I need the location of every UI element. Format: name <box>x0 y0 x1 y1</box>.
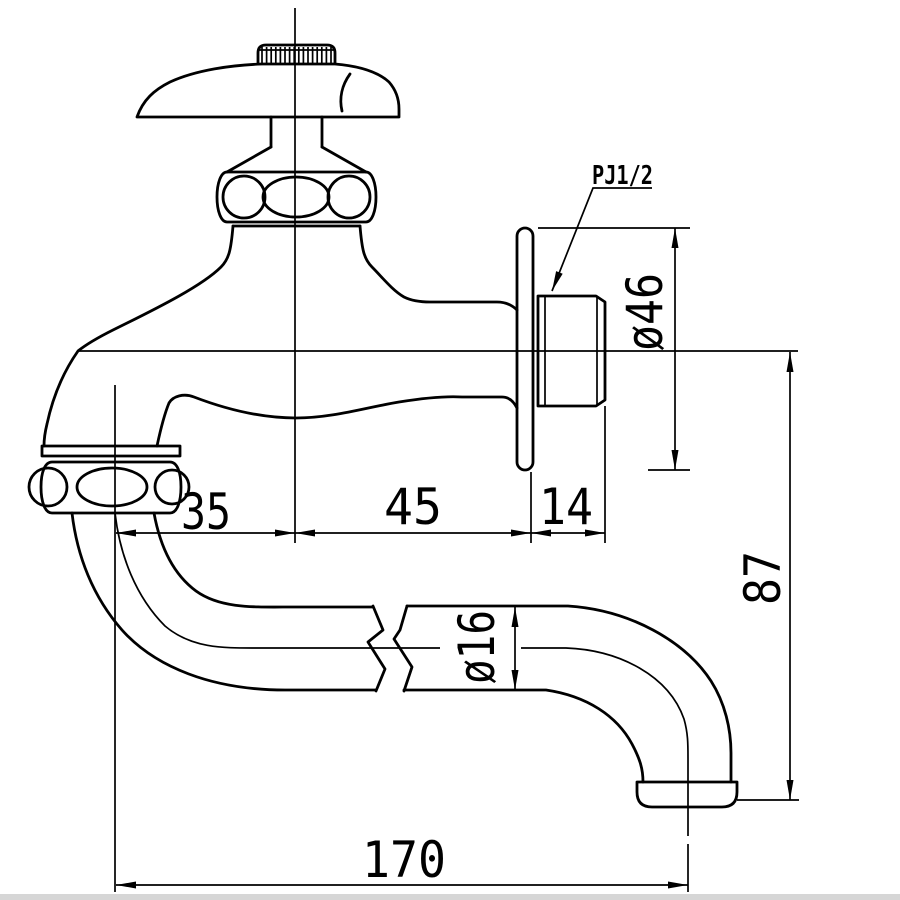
arrowhead <box>531 529 551 537</box>
body-bottom-edge <box>155 393 519 448</box>
arrowhead <box>786 352 794 372</box>
body-left-edge <box>42 224 235 448</box>
spout-center-line <box>114 512 440 649</box>
dimension-label-35: 35 <box>181 483 231 541</box>
arrowhead <box>511 529 531 537</box>
spout-washer <box>40 444 182 458</box>
thread-nipple <box>536 294 607 408</box>
spout-center-line-right <box>521 647 689 807</box>
arrowhead <box>671 228 679 248</box>
arrowhead <box>116 881 136 889</box>
dimension-label-170: 170 <box>362 831 446 889</box>
dimension-label-87: 87 <box>734 551 792 605</box>
body-right-edge <box>358 224 519 312</box>
handle-stem <box>269 115 324 149</box>
spout-nut-facet-right <box>153 468 191 506</box>
handle-assembly <box>135 43 401 174</box>
arrowhead <box>116 529 136 537</box>
dimension-label-45: 45 <box>384 478 442 536</box>
bonnet-nut-outline <box>215 170 378 224</box>
handle-knurl-lines <box>261 47 332 63</box>
arrowhead <box>511 670 519 690</box>
dimension-label-dia46: ø46 <box>616 273 674 351</box>
dimension-height: 87 <box>734 352 799 801</box>
bonnet-nut-facet-right <box>326 174 372 220</box>
handle-screw-cap <box>256 43 337 65</box>
spout-outer-edge <box>70 511 378 692</box>
spout-pipe <box>70 511 739 809</box>
spout-nut-facet-left <box>27 466 69 508</box>
spout-nut <box>27 444 191 515</box>
spout-nut-facet-center <box>75 466 149 508</box>
bottom-edge-strip <box>0 894 900 900</box>
arrowhead <box>668 881 688 889</box>
arrowhead <box>671 450 679 470</box>
bonnet-nut-facet-left <box>221 174 267 220</box>
arrowhead <box>552 271 563 291</box>
spout-inner-edge <box>152 511 375 609</box>
center-lines <box>78 8 798 892</box>
dimension-reach: 170 <box>116 831 688 889</box>
dimension-row-horizontal: 35 45 14 <box>116 406 606 543</box>
wall-flange <box>515 226 535 472</box>
spout-inner-edge-right <box>402 688 645 784</box>
dimension-label-14: 14 <box>539 478 593 536</box>
wall-mount <box>515 226 607 472</box>
arrowhead <box>786 780 794 800</box>
outlet-cap <box>635 780 739 809</box>
leader-line <box>551 187 652 292</box>
spout-outer-edge-right <box>405 604 733 784</box>
stem-flare <box>225 145 368 174</box>
bonnet-nut-facet-center <box>261 175 331 219</box>
dimension-flange-diameter: ø46 <box>538 227 690 471</box>
thread-callout: PJ1/2 <box>551 161 653 292</box>
pipe-break-line-left <box>366 604 387 693</box>
dimension-label-dia16: ø16 <box>448 610 506 684</box>
bonnet-nut <box>215 170 378 228</box>
arrowhead <box>295 529 315 537</box>
arrowhead <box>275 529 295 537</box>
thread-label: PJ1/2 <box>592 161 653 191</box>
arrowhead <box>585 529 605 537</box>
pipe-break-line-right <box>392 604 414 693</box>
handle-highlight-arc <box>339 72 352 113</box>
faucet-body <box>42 224 519 448</box>
dimension-pipe-diameter: ø16 <box>448 607 519 690</box>
cross-handle <box>135 62 401 119</box>
arrowhead <box>511 607 519 627</box>
